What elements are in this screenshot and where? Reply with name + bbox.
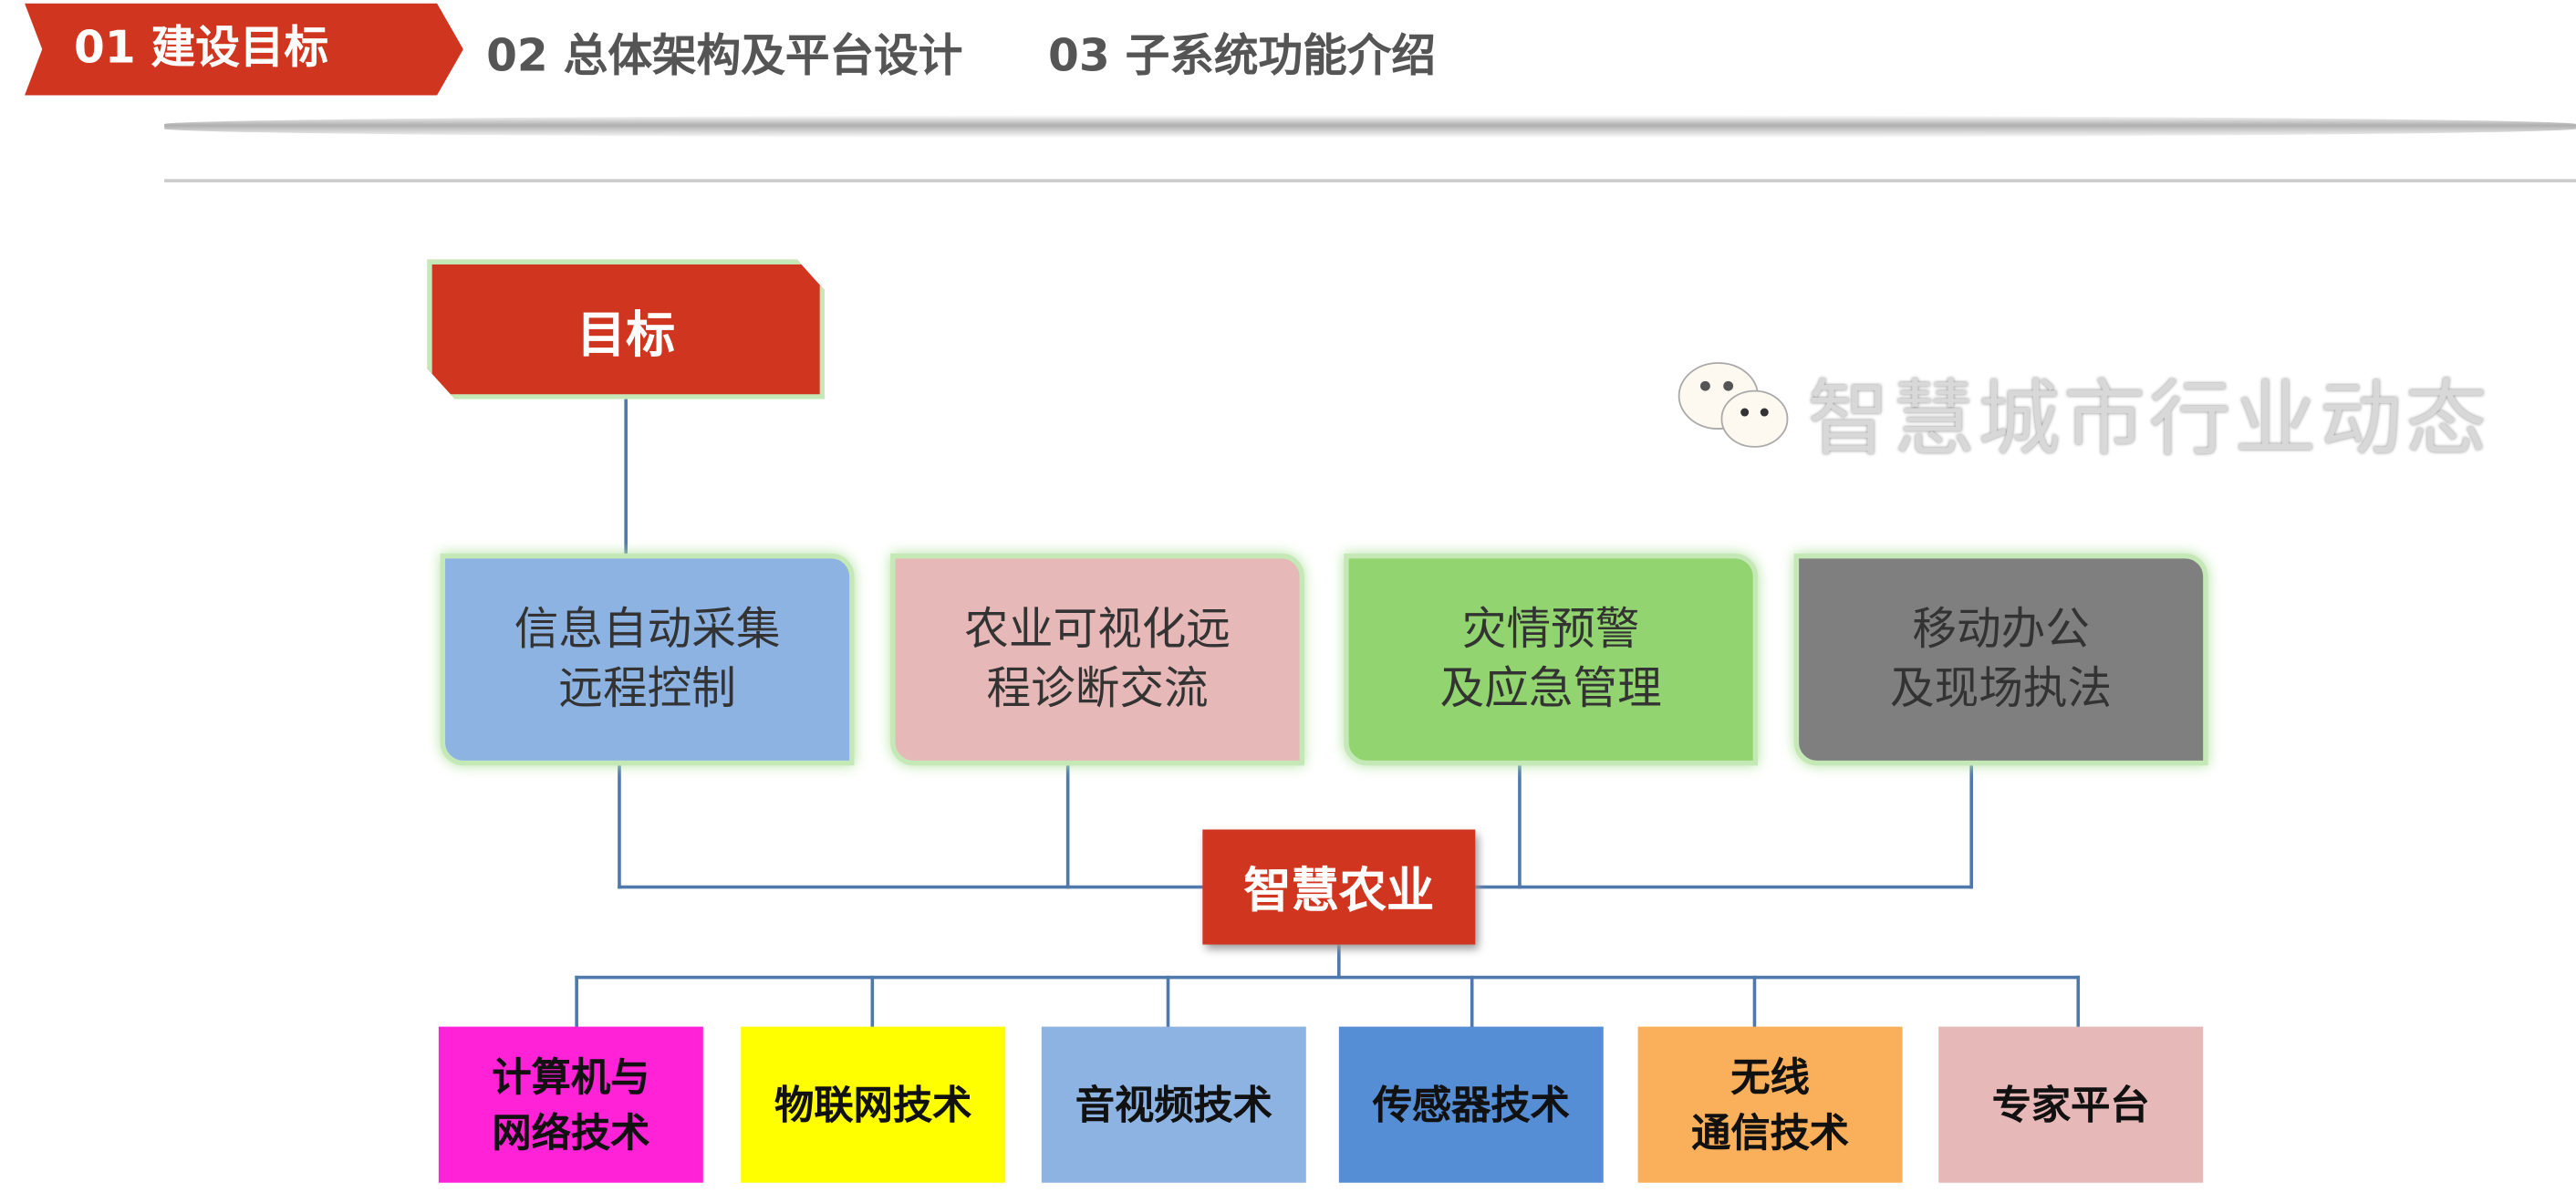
goal-box: 目标 [427, 259, 826, 399]
connector [1166, 975, 1170, 1029]
wechat-icon [1678, 362, 1789, 448]
connector [870, 975, 875, 1029]
divider [164, 179, 2576, 182]
connector [2076, 975, 2081, 1029]
connector [1337, 944, 1341, 980]
connector [624, 399, 628, 555]
technology-box: 无线 通信技术 [1637, 1026, 1903, 1183]
connector [1752, 975, 1757, 1029]
connector [1470, 975, 1474, 1029]
header-shadow [164, 115, 2576, 139]
technology-box: 物联网技术 [741, 1026, 1006, 1183]
technology-box: 音视频技术 [1041, 1026, 1306, 1183]
connector [575, 975, 2081, 980]
watermark: 智慧城市行业动态 [1807, 371, 2491, 467]
connector [1969, 765, 1974, 889]
tab-subsystems[interactable]: 03 子系统功能介绍 [1048, 31, 1437, 83]
connector [575, 975, 578, 1029]
function-box: 信息自动采集 远程控制 [440, 553, 855, 766]
connector [618, 765, 621, 889]
technology-box: 专家平台 [1938, 1026, 2204, 1183]
connector [1518, 765, 1522, 889]
core-box: 智慧农业 [1202, 829, 1476, 945]
function-box: 移动办公 及现场执法 [1793, 553, 2208, 766]
function-box: 灾情预警 及应急管理 [1344, 553, 1759, 766]
connector [1065, 765, 1070, 889]
technology-box: 计算机与 网络技术 [438, 1026, 703, 1183]
tab-architecture[interactable]: 02 总体架构及平台设计 [486, 31, 963, 83]
function-box: 农业可视化远 程诊断交流 [890, 553, 1304, 766]
technology-box: 传感器技术 [1338, 1026, 1604, 1183]
tab-build-goals[interactable]: 01 建设目标 [25, 3, 463, 96]
